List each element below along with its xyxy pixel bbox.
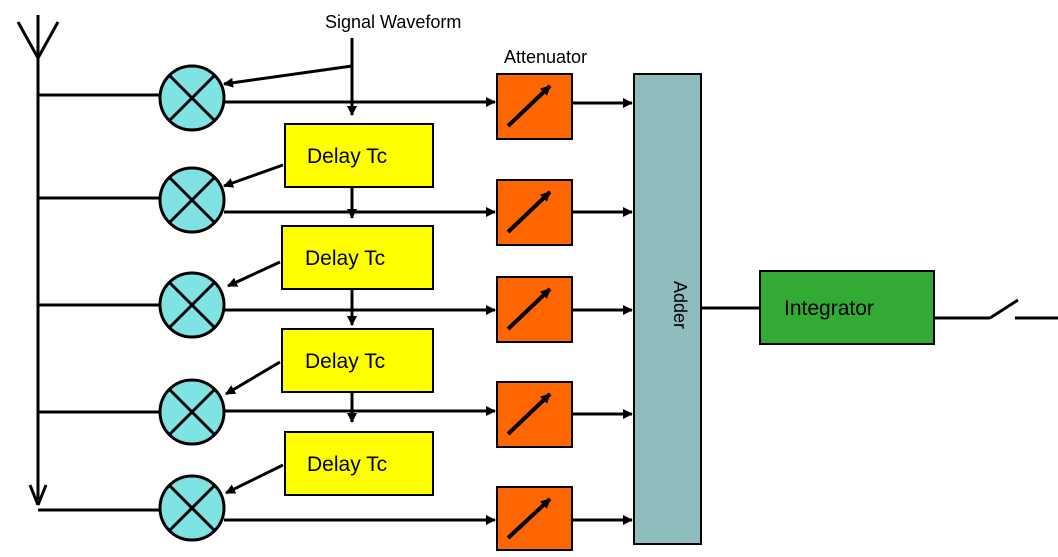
delay-block-4: Delay Tc [284,431,434,496]
integrator-label: Integrator [784,297,874,320]
attenuator-5 [496,486,573,551]
antenna-feed-lines [38,93,160,512]
delay-block-4-label: Delay Tc [307,453,387,476]
attenuator-1 [496,73,573,140]
attenuator-2 [496,179,573,246]
signal-waveform-label: Signal Waveform [325,12,461,32]
waveform-to-mixer-1-arrow [223,64,353,88]
mixer-3 [158,271,226,339]
delay-to-mixer-arrows [223,163,284,495]
attenuator-label: Attenuator [504,47,587,67]
integrator-block: Integrator [759,270,935,345]
mixer-1 [158,64,226,132]
delay-block-3: Delay Tc [281,328,434,393]
mixer-4 [158,378,226,446]
mixer-5 [158,474,226,542]
mixer-2 [158,166,226,234]
attenuator-to-adder-arrows [572,98,633,525]
adder-label: Adder [670,281,690,329]
delay-block-2: Delay Tc [281,225,434,290]
antenna-icon [16,15,60,506]
adder-block: Adder [633,73,702,545]
delay-block-1: Delay Tc [284,123,434,188]
delay-block-2-label: Delay Tc [305,247,385,270]
attenuator-3 [496,276,573,343]
delay-block-3-label: Delay Tc [305,350,385,373]
mixer-to-attenuator-lines [224,97,496,525]
attenuator-4 [496,381,573,448]
output-switch-icon [934,298,1058,320]
delay-block-1-label: Delay Tc [307,145,387,168]
